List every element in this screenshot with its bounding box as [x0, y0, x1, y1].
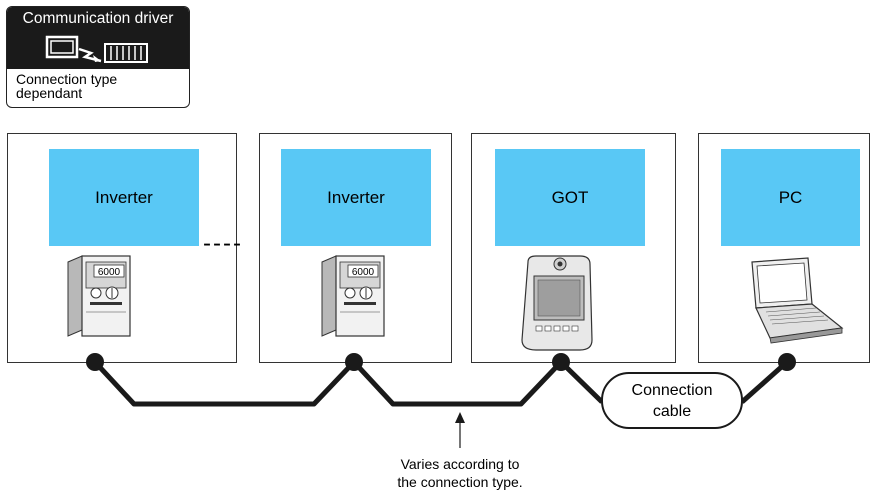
inverter-2-label: Inverter: [281, 149, 431, 246]
got-handheld-icon: [521, 255, 593, 351]
legend-header: Communication driver: [7, 7, 189, 69]
connection-cable-label: Connection cable: [631, 381, 713, 420]
connection-points: [86, 353, 796, 371]
inverter-1-label: Inverter: [49, 149, 199, 246]
svg-text:6000: 6000: [352, 267, 375, 278]
legend-subtitle: Connection type dependant: [16, 71, 118, 101]
legend-title: Communication driver: [22, 10, 174, 27]
communication-driver-legend: Communication driver Connection type dep…: [6, 6, 190, 108]
got-label: GOT: [495, 149, 645, 246]
pc-label: PC: [721, 149, 860, 246]
connection-cable-shape: [601, 372, 743, 429]
connection-type-note: Varies according to the connection type.: [397, 456, 523, 490]
connection-lines: [93, 359, 789, 407]
more-devices-ellipsis: ----: [203, 230, 243, 257]
pc-laptop-icon: [751, 257, 844, 344]
svg-text:6000: 6000: [98, 267, 121, 278]
inverter-1-icon: 6000: [67, 255, 131, 337]
inverter-2-icon: 6000: [321, 255, 385, 337]
note-arrow: [455, 412, 465, 448]
communication-driver-icon: [45, 35, 148, 63]
